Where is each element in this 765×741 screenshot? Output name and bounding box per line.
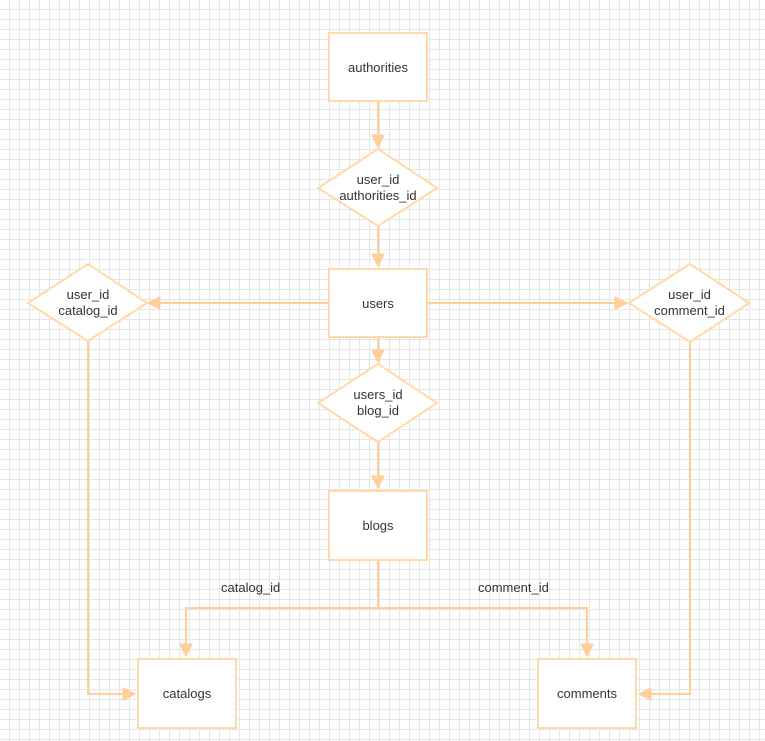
- relation-diamond-user-authorities: [316, 147, 439, 228]
- edge-blogs-to-catalogs: [179, 561, 379, 658]
- relation-user-catalog-line2: catalog_id: [58, 303, 118, 318]
- relation-user-authorities-line1: user_id: [356, 172, 400, 187]
- entity-comments-label: comments: [557, 686, 617, 701]
- entity-catalogs-label: catalogs: [162, 686, 212, 701]
- entity-users-label: users: [362, 295, 394, 311]
- entity-users: users: [328, 268, 428, 338]
- edge-label-comment-id: comment_id: [478, 580, 549, 595]
- relation-user-blog-line2: blog_id: [357, 403, 399, 418]
- edge-comment-relation-to-comments: [637, 342, 691, 701]
- relation-user-catalog-line1: user_id: [66, 287, 110, 302]
- edge-blogs-to-comments: [378, 607, 594, 658]
- relation-diamond-user-catalog: [26, 262, 149, 343]
- relation-user-blog-line1: users_id: [353, 387, 403, 402]
- relation-user-blog-text: users_id blog_id: [318, 364, 438, 442]
- relation-diamond-user-comment: [627, 262, 751, 344]
- relation-user-catalog-text: user_id catalog_id: [28, 264, 148, 342]
- entity-catalogs: catalogs: [137, 658, 237, 729]
- entity-authorities-label: authorities: [348, 59, 408, 75]
- entity-comments: comments: [537, 658, 637, 729]
- relation-user-authorities-text: user_id authorities_id: [318, 149, 438, 227]
- edge-catalog-relation-to-catalogs: [87, 341, 137, 701]
- relation-user-authorities-line2: authorities_id: [339, 188, 417, 203]
- relation-user-comment-line1: user_id: [668, 287, 711, 302]
- entity-authorities: authorities: [328, 32, 428, 102]
- relation-diamond-user-blog: [316, 362, 439, 444]
- entity-blogs-label: blogs: [362, 518, 394, 533]
- entity-blogs: blogs: [328, 490, 428, 561]
- relation-user-comment-text: user_id comment_id: [629, 264, 750, 342]
- edge-label-catalog-id: catalog_id: [221, 580, 281, 595]
- relation-user-comment-line2: comment_id: [654, 303, 725, 318]
